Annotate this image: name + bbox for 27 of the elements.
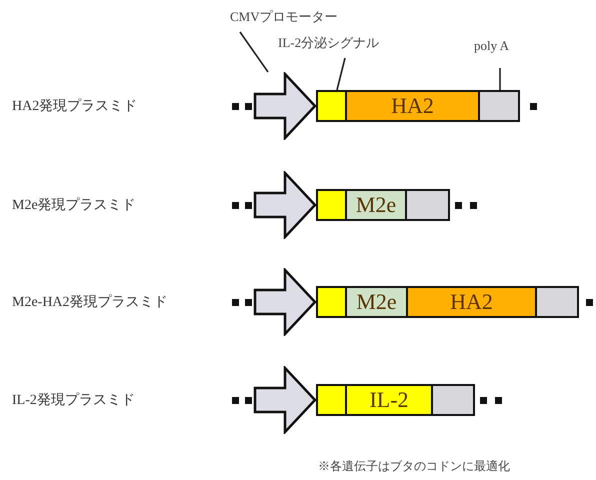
annotation-text: poly A <box>474 38 510 54</box>
signal-segment <box>316 189 347 221</box>
promoter-arrow <box>253 366 317 434</box>
polya-segment <box>431 384 475 416</box>
polya-segment <box>478 90 520 122</box>
gene-segment: IL-2 <box>345 384 433 416</box>
leader-line <box>499 68 501 90</box>
polya-segment <box>405 189 450 221</box>
polya-segment <box>535 286 579 318</box>
annotation-text: IL-2分泌シグナル <box>278 34 380 52</box>
gene-segment: HA2 <box>345 90 480 122</box>
gene-segment: M2e <box>345 189 407 221</box>
promoter-arrow <box>253 72 317 140</box>
gene-segment: M2e <box>345 286 408 318</box>
footnote: ※各遺伝子はブタのコドンに最適化 <box>318 458 510 475</box>
promoter-arrow <box>253 171 317 239</box>
plasmid-label: HA2発現プラスミド <box>12 97 138 115</box>
plasmid-label: IL-2発現プラスミド <box>12 391 135 409</box>
gene-segment: HA2 <box>406 286 537 318</box>
plasmid-label: M2e発現プラスミド <box>12 196 136 214</box>
signal-segment <box>316 90 347 122</box>
plasmid-label: M2e-HA2発現プラスミド <box>12 293 168 311</box>
promoter-arrow <box>253 268 317 336</box>
leader-line <box>336 58 346 90</box>
signal-segment <box>316 286 347 318</box>
signal-segment <box>316 384 347 416</box>
annotation-text: CMVプロモーター <box>230 8 338 26</box>
